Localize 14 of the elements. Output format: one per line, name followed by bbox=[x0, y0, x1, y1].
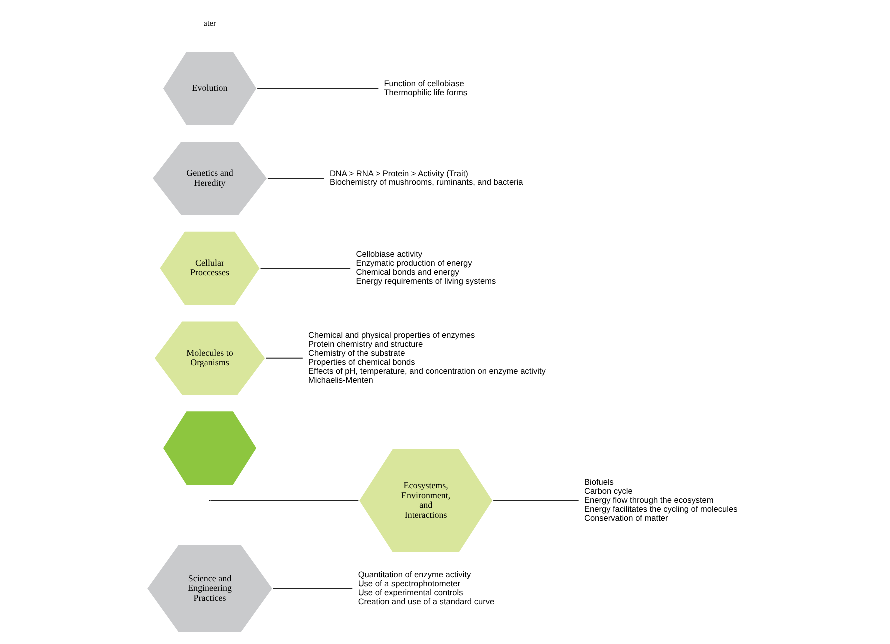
connector bbox=[210, 500, 358, 502]
connector bbox=[257, 88, 378, 90]
node-text: Function of cellobiase Thermophilic life forms bbox=[384, 78, 468, 98]
node-hexagon bbox=[161, 410, 258, 486]
node-text: DNA > RNA > Protein > Activity (Trait) Biochemistry of mushrooms, ruminants, and bacteria bbox=[329, 168, 523, 188]
connector bbox=[260, 268, 350, 270]
node-text: Quantitation of enzyme activity Use of a spectrophotometer Use of experimental controls Creation and use of a standard curve bbox=[358, 569, 494, 606]
node-text: Biofuels Carbon cycle Energy flow through the ecosystem Energy facilitates the cycling of molecules Conservation of matter bbox=[584, 477, 738, 524]
connector bbox=[266, 358, 302, 359]
connector bbox=[272, 588, 352, 590]
connector bbox=[267, 178, 324, 180]
node-text: Chemical and physical properties of enzymes Protein chemistry and structure Chemistry of the substrate Properties of chemical bonds Effects of pH, temperature, and concentration on enzyme activity Michaelis-Menten bbox=[308, 330, 546, 386]
node-text: Cellobiase activity Enzymatic production of energy Chemical bonds and energy Energy requirements of living systems bbox=[356, 249, 496, 286]
connector bbox=[493, 500, 578, 502]
